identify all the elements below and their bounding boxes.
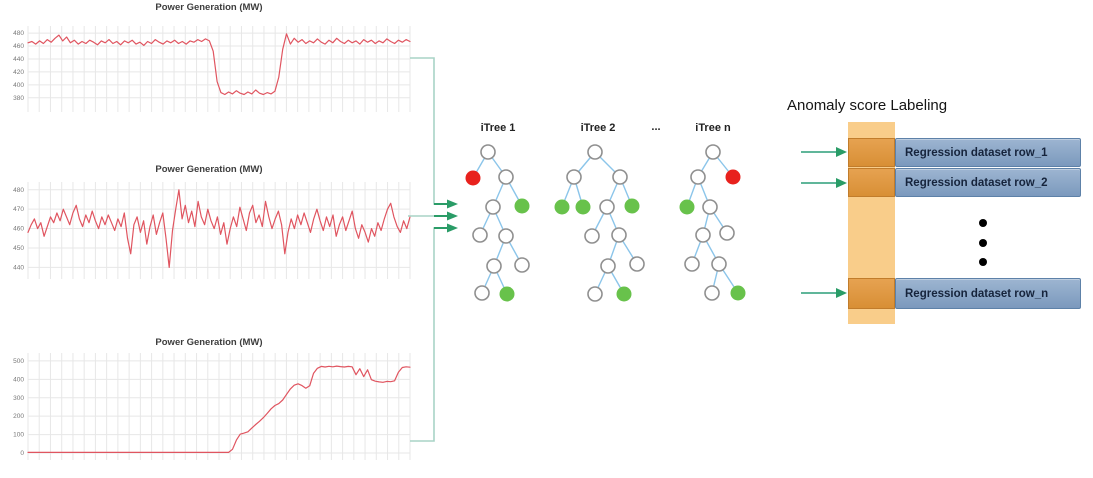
leaf-node [679,199,695,215]
power-chart-1: Power Generation (MW) 480 460 440 420 400 380 [2,2,416,114]
leaf-node [575,199,591,215]
split-node [695,227,711,243]
anomaly-score-cell-n [848,278,895,309]
anomaly-score-cell-2 [848,168,895,197]
y-tick-label: 380 [13,95,24,102]
split-node [498,228,514,244]
anomaly-node [725,169,741,185]
itree-1-label: iTree 1 [480,122,516,134]
power-chart-3-plot: 500 400 300 200 100 0 [13,353,411,460]
leaf-node [554,199,570,215]
y-tick-label: 400 [13,82,24,89]
leaf-node [499,286,515,302]
regression-row-1: Regression dataset row_1 [895,138,1081,167]
arrow-head [836,147,847,157]
chart-title: Power Generation (MW) [155,337,263,348]
split-node [498,169,514,185]
split-node [587,286,603,302]
split-node [485,199,501,215]
vertical-ellipsis-dot [979,219,987,227]
series-line [27,365,411,454]
tree-nodes [679,144,746,301]
power-chart-1-plot: 480 460 440 420 400 380 [13,26,411,112]
vertical-ellipsis-dot [979,258,987,266]
power-chart-2: Power Generation (MW) 480 470 460 450 440 [2,164,416,281]
split-node [711,256,727,272]
arrow-head [447,211,458,221]
split-node [705,144,721,160]
arrow-head [447,199,458,209]
trees-ellipsis: ... [651,121,661,133]
split-node [611,227,627,243]
y-tick-label: 0 [20,450,24,457]
y-tick-label: 470 [13,206,24,213]
split-node [587,144,603,160]
y-tick-label: 450 [13,245,24,252]
anomaly-node [465,170,481,186]
tree-nodes [465,144,530,302]
leaf-node [624,198,640,214]
y-tick-label: 300 [13,395,24,402]
anomaly-score-cell-1 [848,138,895,167]
series-line [27,189,411,269]
power-chart-3: Power Generation (MW) 500 400 300 200 100 0 [2,337,416,463]
chart-title: Power Generation (MW) [155,164,263,175]
split-node [704,285,720,301]
y-tick-label: 480 [13,187,24,194]
arrow-head [836,178,847,188]
split-node [566,169,582,185]
anomaly-score-labeling-title: Anomaly score Labeling [787,97,948,114]
regression-row-2: Regression dataset row_2 [895,168,1081,197]
split-node [612,169,628,185]
split-node [486,258,502,274]
y-tick-label: 200 [13,413,24,420]
split-node [584,228,600,244]
chart-grid [27,182,411,279]
chart-grid [27,26,411,112]
leaf-node [616,286,632,302]
itree-2-graph [554,144,645,302]
split-node [472,227,488,243]
split-node [719,225,735,241]
y-tick-label: 460 [13,43,24,50]
chart-grid [27,353,411,460]
power-chart-2-plot: 480 470 460 450 440 [13,182,411,279]
y-tick-label: 460 [13,226,24,233]
split-node [599,199,615,215]
leaf-node [514,198,530,214]
y-tick-label: 440 [13,56,24,63]
arrow-head [447,223,458,233]
split-node [702,199,718,215]
split-node [629,256,645,272]
tree-nodes [554,144,645,302]
y-tick-label: 500 [13,358,24,365]
y-tick-label: 440 [13,264,24,271]
y-tick-label: 420 [13,69,24,76]
regression-row-n: Regression dataset row_n [895,278,1081,309]
chart-title: Power Generation (MW) [155,2,263,13]
y-tick-label: 400 [13,376,24,383]
split-node [600,258,616,274]
vertical-ellipsis-dot [979,239,987,247]
split-node [474,285,490,301]
split-node [480,144,496,160]
split-node [684,256,700,272]
itree-2-label: iTree 2 [580,122,616,134]
series-line [27,33,411,96]
itree-1-graph [465,144,530,302]
itree-n-graph [679,144,746,301]
y-tick-label: 100 [13,432,24,439]
itree-n-label: iTree n [695,122,731,134]
y-tick-label: 480 [13,30,24,37]
split-node [690,169,706,185]
split-node [514,257,530,273]
leaf-node [730,285,746,301]
arrow-head [836,288,847,298]
